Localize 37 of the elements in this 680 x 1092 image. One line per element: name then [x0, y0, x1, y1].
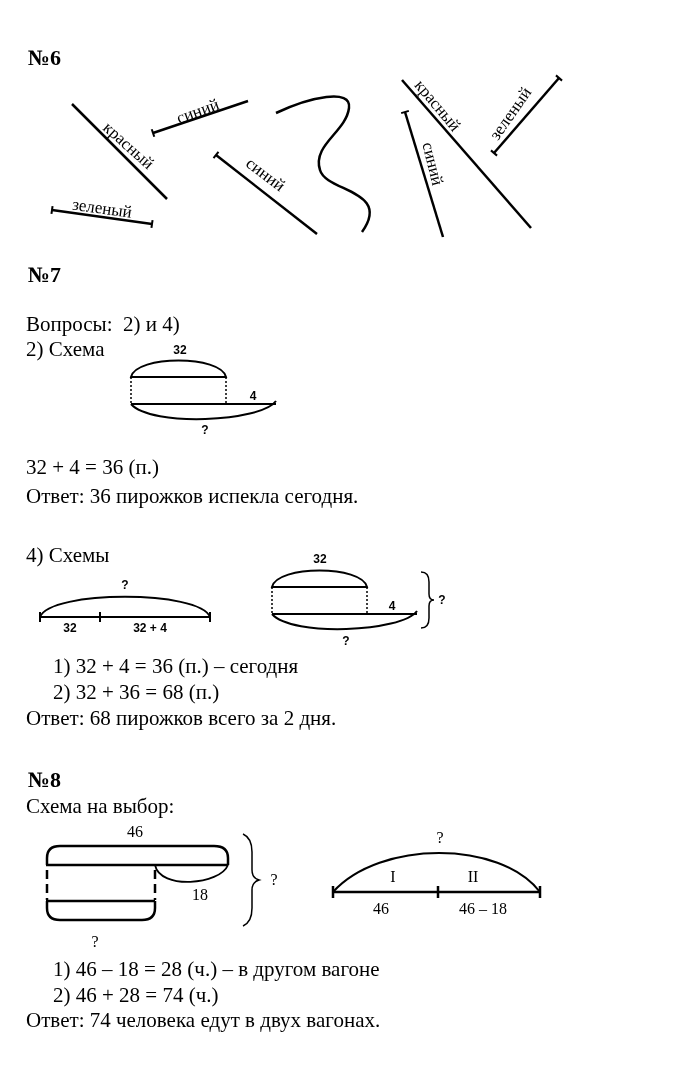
scheme-heading: Схема на выбор:: [26, 795, 175, 819]
scheme-number: ?: [201, 424, 209, 438]
color-label: синий: [174, 95, 222, 129]
scheme-number: 32: [313, 553, 327, 567]
scheme-heading: 4) Схемы: [26, 544, 110, 568]
scheme-number: 46 – 18: [459, 900, 507, 918]
scheme-number: ?: [270, 871, 278, 889]
answer-text: Ответ: 36 пирожков испекла сегодня.: [26, 485, 359, 509]
scheme-number: 4: [249, 390, 257, 404]
equation: 2) 46 + 28 = 74 (ч.): [53, 984, 219, 1008]
answer-text: Ответ: 68 пирожков всего за 2 дня.: [26, 707, 337, 731]
scheme-number: ?: [342, 635, 350, 649]
equation: 2) 32 + 36 = 68 (п.): [53, 681, 220, 705]
color-label: зеленый: [71, 195, 133, 223]
scheme-number: 4: [388, 600, 396, 614]
section-heading: №7: [28, 262, 62, 288]
scheme-number: ?: [91, 933, 99, 951]
scheme-number: 32: [63, 622, 77, 636]
scheme-number: 32 + 4: [133, 622, 167, 636]
scheme-number: 32: [173, 344, 187, 358]
question-text: Вопросы: 2) и 4): [26, 313, 180, 337]
scheme-number: 46: [127, 823, 143, 841]
scheme-number: I: [390, 868, 396, 886]
color-label: синий: [417, 140, 447, 188]
scheme-number: ?: [438, 594, 446, 608]
scheme-number: 46: [373, 900, 389, 918]
answer-text: Ответ: 74 человека едут в двух вагонах.: [26, 1009, 381, 1033]
scheme-number: ?: [436, 829, 444, 847]
equation: 1) 32 + 4 = 36 (п.) – сегодня: [53, 655, 299, 679]
scheme-number: II: [467, 868, 479, 886]
section-heading: №6: [28, 45, 62, 71]
equation: 1) 46 – 18 = 28 (ч.) – в другом вагоне: [53, 958, 380, 982]
scheme-number: 18: [192, 886, 208, 904]
section-heading: №8: [28, 767, 62, 793]
scheme-number: ?: [121, 579, 129, 593]
equation: 32 + 4 = 36 (п.): [26, 456, 159, 480]
scheme-heading: 2) Схема: [26, 338, 105, 362]
